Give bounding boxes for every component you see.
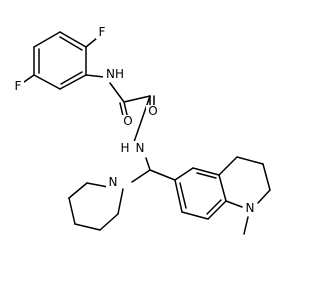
double-bond-inner <box>206 199 222 215</box>
bond <box>85 37 98 48</box>
bond <box>218 156 238 176</box>
bond <box>181 211 209 220</box>
bond <box>145 157 151 171</box>
bond <box>33 31 61 48</box>
bond <box>133 95 151 143</box>
bond <box>192 167 220 176</box>
bond <box>33 74 61 90</box>
bond <box>59 74 87 90</box>
fluorine-label-top: F <box>99 25 106 39</box>
bond <box>131 169 151 183</box>
bond <box>236 156 264 165</box>
double-bond-inner <box>196 172 217 179</box>
amide-n-label-middle: N <box>136 141 145 155</box>
bond <box>257 189 271 204</box>
atom-labels: F F NH O O N H N N <box>12 25 257 215</box>
bond <box>123 95 151 103</box>
bond <box>262 163 271 191</box>
double-bond-inner <box>179 182 187 209</box>
bond <box>86 182 109 188</box>
bond <box>174 167 194 181</box>
double-bond-inner <box>59 36 83 51</box>
piperidine-n-label: N <box>109 175 118 189</box>
double-bond-inner <box>60 71 83 85</box>
bond <box>85 74 105 78</box>
bond <box>109 82 125 103</box>
bond <box>99 213 119 231</box>
bond <box>174 179 183 213</box>
bond <box>23 74 35 83</box>
bond <box>68 182 88 199</box>
bond <box>225 200 243 208</box>
quinoline-n-label: N <box>246 201 255 215</box>
bond <box>207 200 227 220</box>
bond <box>74 223 101 231</box>
bond <box>149 169 176 181</box>
bond <box>117 188 124 215</box>
bond <box>59 31 87 48</box>
carbonyl-oxygen-label-right: O <box>148 104 157 118</box>
bond <box>68 197 76 225</box>
bond <box>243 216 249 235</box>
amide-nh-label-top: NH <box>106 67 124 81</box>
amide-h-label-middle: H <box>120 141 129 155</box>
molecule-diagram: F F NH O O N H N N <box>12 25 271 235</box>
fluorine-label-left: F <box>15 79 22 93</box>
bond <box>218 174 227 202</box>
bonds <box>23 31 271 235</box>
carbonyl-oxygen-label-left: O <box>123 114 132 128</box>
